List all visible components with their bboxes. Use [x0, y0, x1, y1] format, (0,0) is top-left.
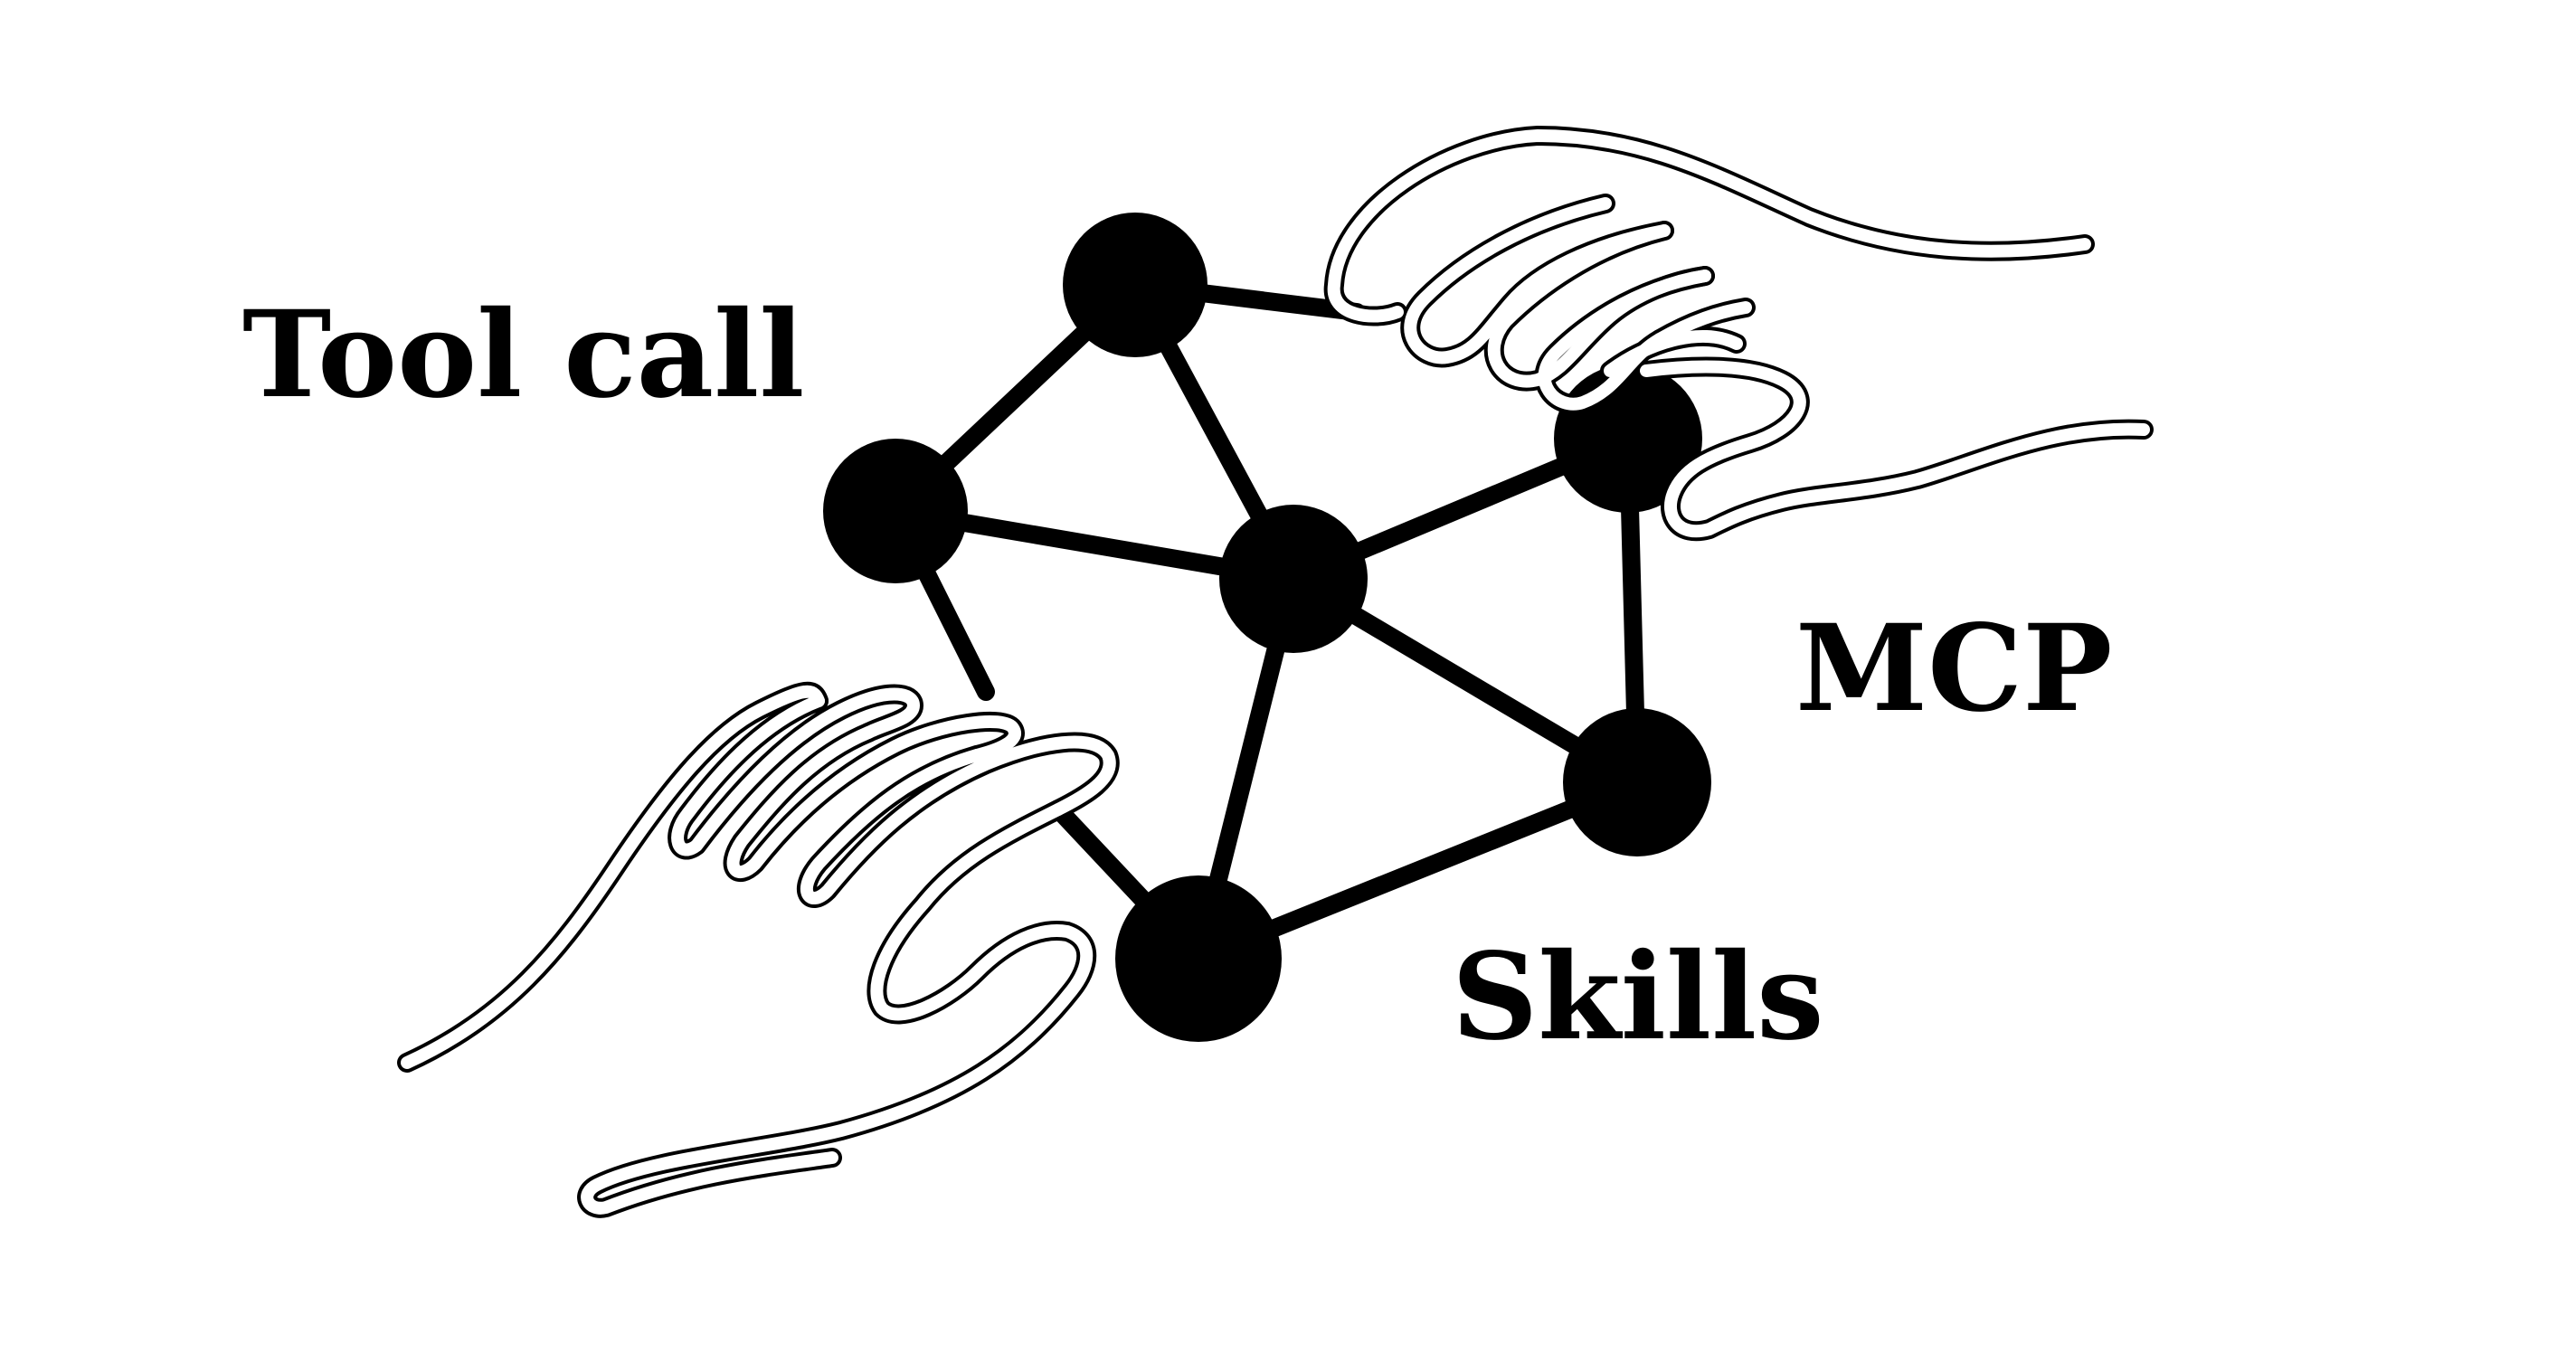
label-tool-call: Tool call [242, 285, 804, 425]
node-lower-right [1563, 708, 1711, 856]
label-mcp: MCP [1795, 599, 2112, 739]
node-left [823, 439, 968, 583]
node-top [1063, 213, 1208, 357]
label-skills: Skills [1452, 927, 1824, 1067]
node-center [1219, 505, 1368, 653]
upper-hand-icon [1323, 126, 2154, 542]
lower-hand-icon [397, 681, 1120, 1218]
node-bottom [1115, 875, 1282, 1042]
